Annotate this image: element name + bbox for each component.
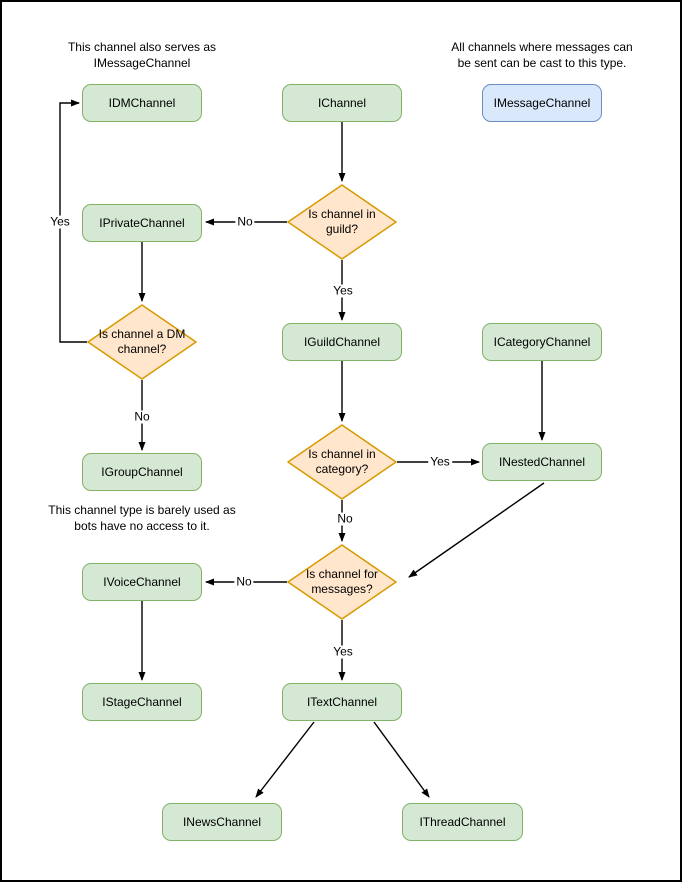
node-inestedchannel: INestedChannel <box>482 443 602 481</box>
decision-is-channel-a-dm: Is channel a DM channel? <box>87 304 197 380</box>
edge-itext-to-inews <box>255 721 315 798</box>
note-line: This channel also serves as <box>67 40 217 54</box>
edge-inested-to-messages-decision <box>408 482 545 578</box>
node-label: ICategoryChannel <box>493 335 591 349</box>
decision-is-channel-in-guild: Is channel in guild? <box>287 184 397 260</box>
note-line: bots have no access to it. <box>74 519 210 533</box>
edge-label-no: No <box>132 409 152 424</box>
note-line: All channels where messages can <box>451 40 633 54</box>
decision-label: Is channel in category? <box>308 447 376 476</box>
node-imessagechannel: IMessageChannel <box>482 84 602 122</box>
node-icategorychannel: ICategoryChannel <box>482 323 602 361</box>
decision-is-channel-for-messages: Is channel for messages? <box>287 544 397 620</box>
node-label: IStageChannel <box>102 695 182 709</box>
diamond-shape <box>287 184 397 260</box>
node-ichannel: IChannel <box>282 84 402 122</box>
decision-label: Is channel a DM channel? <box>98 327 186 356</box>
decision-label: Is channel in guild? <box>308 207 376 236</box>
node-iprivatechannel: IPrivateChannel <box>82 204 202 242</box>
node-label: INewsChannel <box>182 815 262 829</box>
edge-label-yes: Yes <box>48 214 72 229</box>
edge-itext-to-ithread <box>373 721 430 798</box>
note-imessagechannel: All channels where messages can be sent … <box>422 39 662 71</box>
node-label: IChannel <box>317 96 367 110</box>
node-label: ITextChannel <box>306 695 378 709</box>
note-line: IMessageChannel <box>93 56 191 70</box>
node-label: IGroupChannel <box>101 465 183 479</box>
note-line: be sent can be cast to this type. <box>457 56 627 70</box>
node-idmchannel: IDMChannel <box>82 84 202 122</box>
node-label: IPrivateChannel <box>99 216 185 230</box>
node-label: IGuildChannel <box>303 335 381 349</box>
diamond-shape <box>87 304 197 380</box>
node-label: INestedChannel <box>498 455 586 469</box>
node-igroupchannel: IGroupChannel <box>82 453 202 491</box>
note-igroupchannel: This channel type is barely used as bots… <box>22 502 262 534</box>
node-label: IVoiceChannel <box>103 575 181 589</box>
diamond-shape <box>287 544 397 620</box>
decision-is-channel-in-category: Is channel in category? <box>287 424 397 500</box>
edge-label-yes: Yes <box>428 454 452 469</box>
node-label: IDMChannel <box>108 96 176 110</box>
decision-label: Is channel for messages? <box>305 567 379 596</box>
diamond-shape <box>287 424 397 500</box>
edge-label-no: No <box>234 574 254 589</box>
edge-label-no: No <box>235 214 255 229</box>
edge-label-no: No <box>335 511 355 526</box>
note-idmchannel: This channel also serves as IMessageChan… <box>32 39 252 71</box>
node-label: IMessageChannel <box>493 96 591 110</box>
node-itextchannel: ITextChannel <box>282 683 402 721</box>
edge-label-yes: Yes <box>331 644 355 659</box>
edge-label-yes: Yes <box>331 283 355 298</box>
node-ivoicechannel: IVoiceChannel <box>82 563 202 601</box>
node-istagechannel: IStageChannel <box>82 683 202 721</box>
note-line: This channel type is barely used as <box>48 503 236 517</box>
node-ithreadchannel: IThreadChannel <box>402 803 523 841</box>
node-label: IThreadChannel <box>419 815 506 829</box>
node-inewschannel: INewsChannel <box>162 803 282 841</box>
node-iguildchannel: IGuildChannel <box>282 323 402 361</box>
